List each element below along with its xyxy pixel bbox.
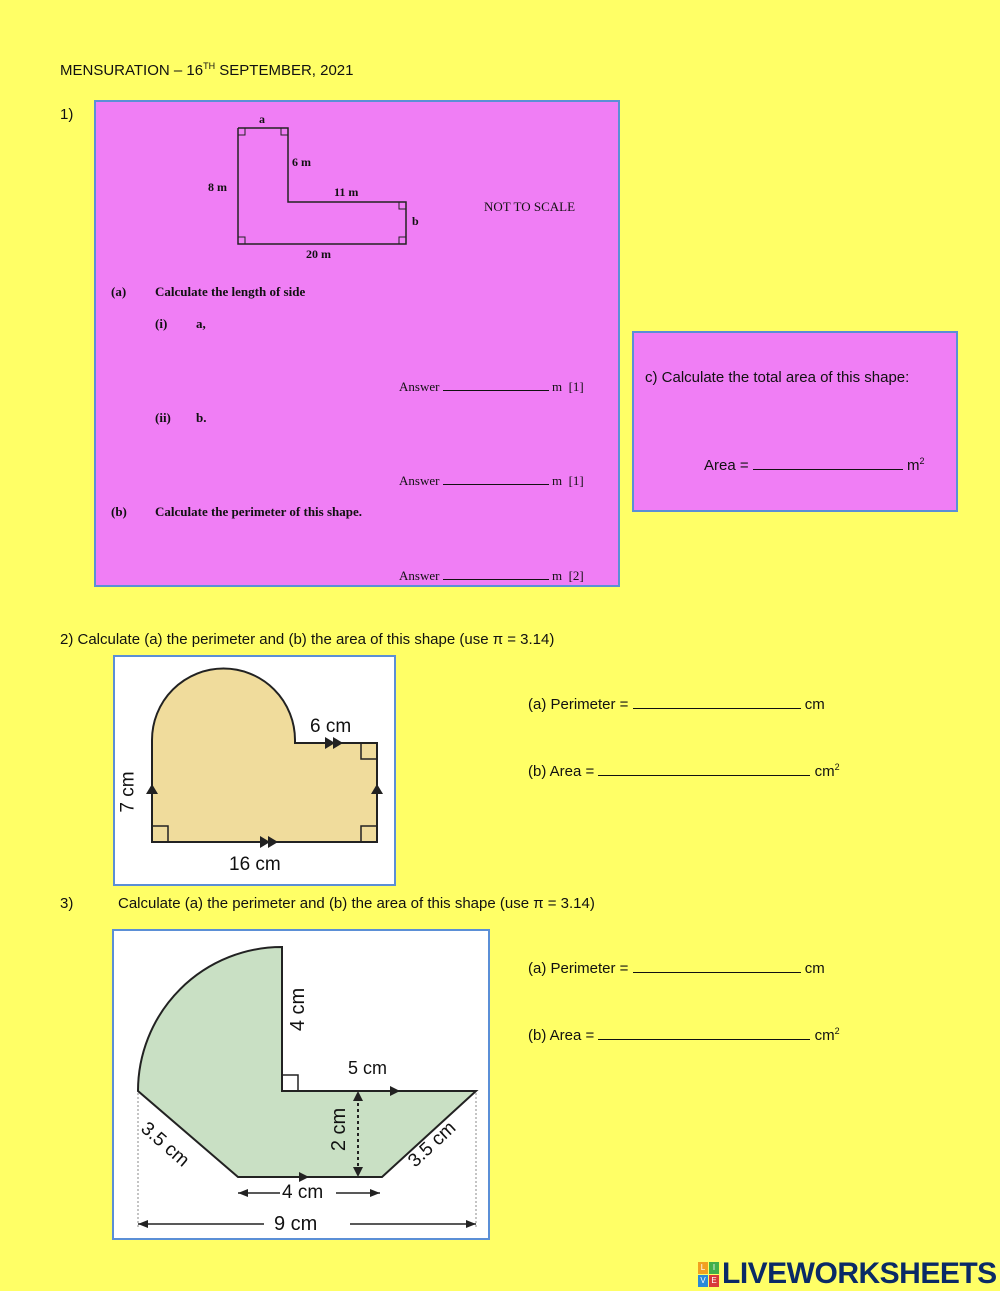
q2-prompt: 2) Calculate (a) the perimeter and (b) t… (60, 631, 555, 648)
q1-part-i-text: a, (196, 316, 206, 331)
q2-label-7cm: 7 cm (117, 771, 139, 813)
q1-part-c-box: c) Calculate the total area of this shap… (632, 331, 958, 512)
liveworksheets-logo: L I V E LIVEWORKSHEETS (698, 1257, 997, 1291)
q3-label-4cm-bottom: 4 cm (282, 1182, 324, 1203)
q1-answer-a-input[interactable] (442, 378, 549, 391)
q2-area-input[interactable] (598, 763, 811, 776)
q3-diagram-box: 4 cm 5 cm 2 cm 3.5 cm 3.5 cm 4 cm 9 cm (112, 929, 490, 1240)
page-title: MENSURATION – 16TH SEPTEMBER, 2021 (60, 61, 354, 79)
q1-label-11m: 11 m (334, 185, 359, 199)
q1-answer-b-input[interactable] (442, 472, 549, 485)
q1-part-c-text: c) Calculate the total area of this shap… (645, 369, 910, 386)
q2-shape-diagram (146, 667, 383, 848)
q1-number: 1) (60, 106, 74, 123)
q1-part-ii-text: b. (196, 410, 207, 425)
q3-number: 3) (60, 895, 74, 912)
q3-area-row: (b) Area = cm2 (528, 1026, 840, 1044)
q3-label-5cm: 5 cm (348, 1058, 388, 1078)
q1-box: a 6 m 8 m 11 m b 20 m NOT TO SCALE (a) C… (94, 100, 620, 587)
q2-perimeter-input[interactable] (632, 696, 801, 709)
q3-perimeter-input[interactable] (632, 960, 801, 973)
q3-label-2cm: 2 cm (328, 1107, 351, 1152)
q1-label-6m: 6 m (292, 155, 311, 169)
q1-answer-perimeter-input[interactable] (442, 567, 549, 580)
q3-shape-diagram (136, 945, 479, 1228)
q2-label-16cm: 16 cm (229, 854, 281, 875)
q1-label-8m: 8 m (208, 180, 227, 194)
q2-diagram-box: 6 cm 7 cm 16 cm (113, 655, 396, 886)
q1-answer-perimeter-row: Answer m [2] (399, 567, 584, 583)
q3-label-9cm: 9 cm (274, 1213, 318, 1235)
q3-label-4cm: 4 cm (287, 987, 310, 1032)
q1-area-row: Area = m2 (704, 456, 925, 474)
q1-part-b-label: (b) (111, 504, 127, 519)
q1-part-i-label: (i) (155, 316, 168, 331)
q1-part-b-text: Calculate the perimeter of this shape. (155, 504, 363, 519)
q1-l-shape-diagram (237, 127, 407, 245)
q1-part-ii-label: (ii) (155, 410, 171, 425)
q1-not-to-scale: NOT TO SCALE (484, 199, 576, 214)
q1-area-input[interactable] (752, 457, 903, 470)
q2-area-row: (b) Area = cm2 (528, 762, 840, 780)
q1-answer-a-row: Answer m [1] (399, 378, 584, 394)
q1-label-b: b (412, 214, 419, 228)
q1-label-a: a (259, 112, 265, 126)
logo-mark-icon: L I V E (698, 1261, 719, 1287)
q1-part-a-label: (a) (111, 284, 127, 299)
logo-text: LIVEWORKSHEETS (722, 1257, 997, 1290)
q2-perimeter-row: (a) Perimeter = cm (528, 696, 825, 713)
q1-answer-b-row: Answer m [1] (399, 472, 584, 488)
q3-prompt: Calculate (a) the perimeter and (b) the … (118, 895, 595, 912)
q1-part-a-text: Calculate the length of side (155, 284, 306, 299)
q2-label-6cm: 6 cm (310, 716, 352, 737)
q1-label-20m: 20 m (306, 247, 331, 261)
q3-perimeter-row: (a) Perimeter = cm (528, 960, 825, 977)
q3-area-input[interactable] (598, 1027, 811, 1040)
